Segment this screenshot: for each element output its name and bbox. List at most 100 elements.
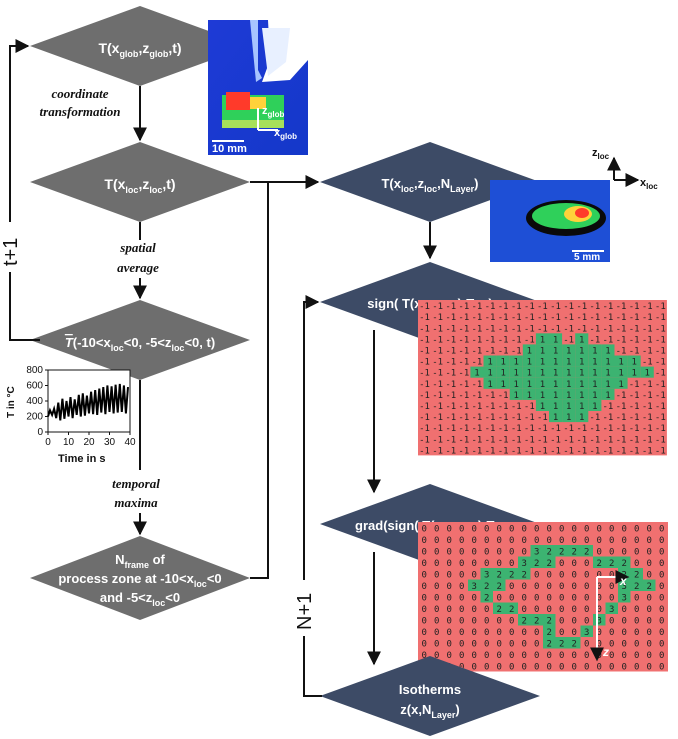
matrix-cell: -1 — [616, 347, 627, 357]
local-axis-z-sub: loc — [598, 152, 610, 161]
matrix-cell: 0 — [509, 628, 514, 638]
matrix-cell: -1 — [498, 446, 509, 456]
thermal-image-global: zglob xglob 10 mm — [208, 20, 308, 155]
matrix-cell: 0 — [547, 525, 552, 535]
matrix-cell: -1 — [445, 446, 456, 456]
matrix-cell: 0 — [634, 640, 639, 650]
matrix-cell: 0 — [609, 571, 614, 581]
matrix-cell: -1 — [563, 435, 574, 445]
matrix-cell: -1 — [511, 424, 522, 434]
matrix-cell-highlight — [549, 411, 563, 423]
matrix-cell: 0 — [547, 605, 552, 615]
d8-l2c: ) — [455, 702, 459, 717]
matrix-cell: 0 — [484, 605, 489, 615]
matrix-cell-highlight — [535, 399, 549, 411]
matrix-cell: -1 — [445, 313, 456, 323]
matrix-cell-highlight — [505, 568, 518, 580]
matrix-cell-highlight — [575, 355, 589, 367]
matrix-cell: 3 — [597, 617, 602, 627]
chart-ytick-label: 200 — [26, 412, 43, 423]
matrix-cell-highlight — [549, 355, 563, 367]
matrix-cell: 1 — [566, 402, 571, 412]
matrix-cell: 0 — [459, 525, 464, 535]
matrix-cell-highlight — [618, 579, 631, 591]
matrix-cell: 0 — [522, 628, 527, 638]
matrix-cell: 0 — [522, 582, 527, 592]
matrix-cell: 3 — [622, 594, 627, 604]
d3-s2: loc — [171, 343, 184, 353]
matrix-cell: -1 — [432, 446, 443, 456]
matrix-cell: -1 — [603, 402, 614, 412]
matrix-cell: -1 — [445, 380, 456, 390]
matrix-cell: 0 — [472, 571, 477, 581]
svg-text:zloc: zloc — [592, 147, 610, 161]
matrix-cell: 2 — [522, 617, 527, 627]
matrix-cell: 0 — [459, 536, 464, 546]
matrix-cell: -1 — [655, 413, 666, 423]
matrix-cell: 0 — [647, 617, 652, 627]
matrix-cell: 1 — [540, 391, 545, 401]
matrix-cell-highlight — [601, 355, 615, 367]
step-spatial-label: spatial — [119, 240, 156, 255]
matrix-cell: 0 — [572, 628, 577, 638]
thermal-image-local: 5 mm zloc xloc — [490, 147, 658, 263]
d1-main: T(x — [98, 40, 119, 56]
matrix-cell: -1 — [511, 413, 522, 423]
matrix-cell: 0 — [447, 571, 452, 581]
matrix-cell: -1 — [550, 424, 561, 434]
matrix-cell: -1 — [537, 324, 548, 334]
diamond-spatial-average — [30, 300, 250, 380]
matrix-cell: 1 — [631, 358, 636, 368]
matrix-cell: -1 — [629, 435, 640, 445]
matrix-cell: -1 — [655, 369, 666, 379]
matrix-cell: -1 — [498, 413, 509, 423]
matrix-cell: -1 — [655, 347, 666, 357]
matrix-cell: 2 — [559, 640, 564, 650]
matrix-cell: -1 — [642, 424, 653, 434]
matrix-cell: -1 — [629, 347, 640, 357]
matrix-cell: 0 — [584, 651, 589, 661]
matrix-cell: -1 — [616, 424, 627, 434]
d1-sub2: glob — [149, 49, 168, 59]
matrix-cell-highlight — [601, 388, 615, 400]
matrix-cell: 2 — [497, 605, 502, 615]
matrix-cell: 1 — [605, 391, 610, 401]
matrix-cell: -1 — [485, 424, 496, 434]
d5-m3: ,N — [437, 176, 450, 191]
matrix-cell: 0 — [647, 548, 652, 558]
matrix-cell: 0 — [622, 663, 627, 673]
matrix-cell: 0 — [484, 663, 489, 673]
matrix-cell: 1 — [514, 391, 519, 401]
matrix-cell: 1 — [540, 380, 545, 390]
matrix-cell: 1 — [553, 391, 558, 401]
matrix-cell: 0 — [447, 617, 452, 627]
matrix-cell: 0 — [509, 582, 514, 592]
matrix-cell: -1 — [629, 402, 640, 412]
matrix-cell-highlight — [555, 637, 568, 649]
svg-text:T(-10<xloc<0, -5<zloc<0, t): T(-10<xloc<0, -5<zloc<0, t) — [65, 335, 215, 353]
matrix-cell-highlight — [562, 388, 576, 400]
matrix-cell-highlight — [483, 377, 497, 389]
matrix-cell: 0 — [647, 536, 652, 546]
matrix-cell: -1 — [655, 435, 666, 445]
matrix-cell: 0 — [522, 525, 527, 535]
matrix-cell: -1 — [629, 324, 640, 334]
matrix-cell: 0 — [434, 536, 439, 546]
matrix-cell: -1 — [498, 313, 509, 323]
d5-m2: ,z — [414, 176, 425, 191]
matrix-cell: 0 — [659, 663, 664, 673]
matrix-cell: 0 — [434, 640, 439, 650]
matrix-cell-highlight — [549, 333, 563, 345]
matrix-cell: -1 — [458, 302, 469, 312]
matrix-cell: 2 — [509, 605, 514, 615]
d4-l3c: <0 — [165, 590, 180, 605]
matrix-cell: -1 — [524, 424, 535, 434]
matrix-cell-highlight — [588, 344, 602, 356]
matrix-cell: 2 — [559, 548, 564, 558]
matrix-cell: -1 — [524, 313, 535, 323]
matrix-cell-highlight — [522, 366, 536, 378]
matrix-cell: 0 — [422, 536, 427, 546]
matrix-cell: -1 — [563, 446, 574, 456]
matrix-cell: 0 — [584, 640, 589, 650]
matrix-cell: 0 — [434, 559, 439, 569]
